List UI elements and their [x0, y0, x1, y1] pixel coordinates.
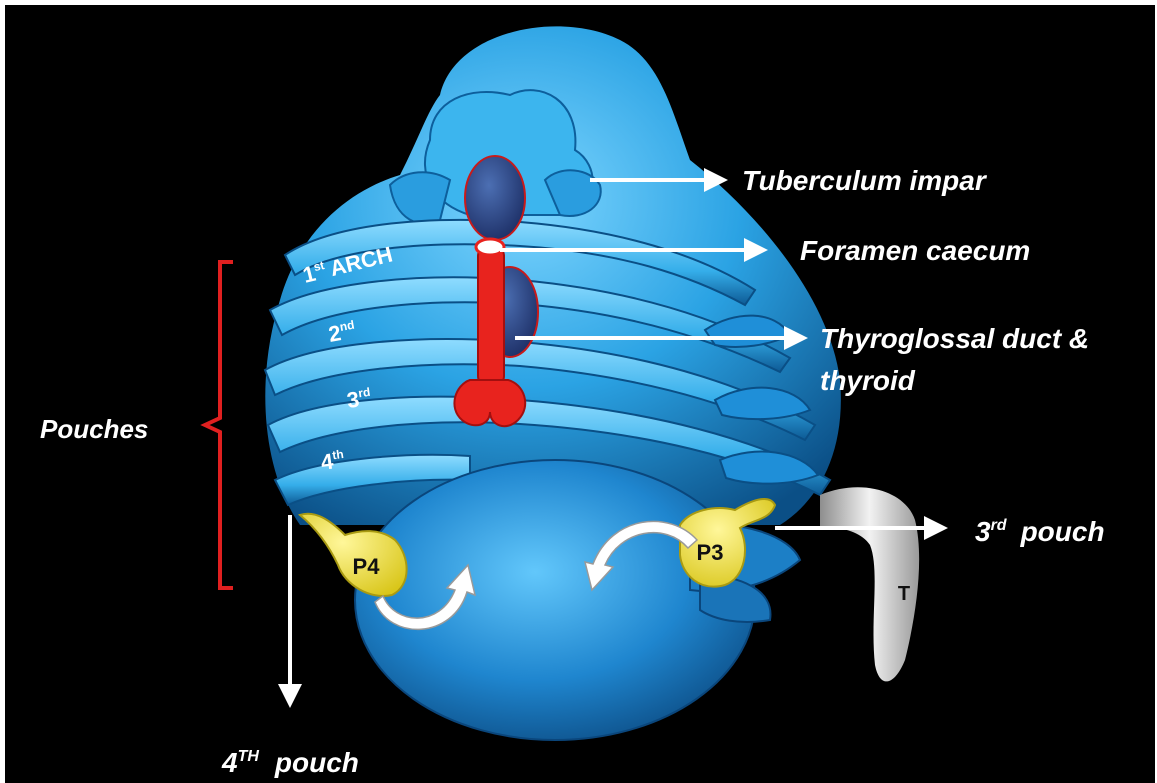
pharyngeal-floor-sac [355, 460, 755, 740]
foramen-caecum-label: Foramen caecum [800, 235, 1030, 266]
thymus-label: T [898, 583, 910, 605]
pouches-label: Pouches [40, 414, 148, 444]
thyroglossal-label-line1: Thyroglossal duct & [820, 323, 1089, 354]
thyroglossal-label-line2: thyroid [820, 365, 916, 396]
tuberculum-impar-label: Tuberculum impar [742, 165, 988, 196]
p4-label: P4 [353, 554, 381, 579]
p3-label: P3 [697, 540, 724, 565]
foramen-caecum [476, 239, 504, 255]
tuberculum-impar [465, 156, 525, 240]
